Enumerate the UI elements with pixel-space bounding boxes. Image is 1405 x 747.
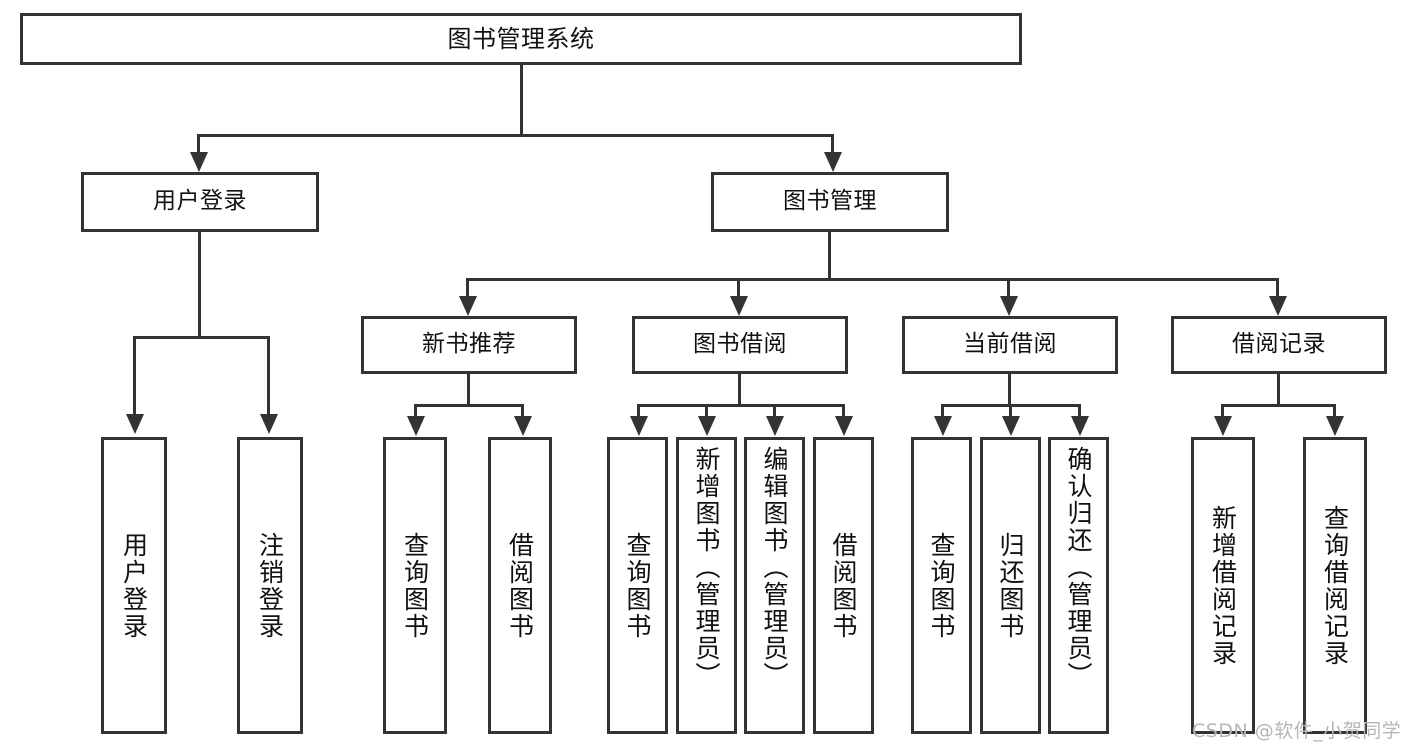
node-label: 借阅记录 [1232, 331, 1326, 358]
connector-book-borrow-to-leaf-4 [842, 404, 845, 418]
node-label: 新书推荐 [422, 331, 516, 358]
node-label: 查询借阅记录 [1320, 504, 1350, 667]
arrow-borrow-record-to-leaf-2 [1326, 416, 1344, 436]
leaf-user-login[interactable]: 用户登录 [101, 437, 167, 734]
node-book-management[interactable]: 图书管理 [711, 172, 949, 232]
arrow-book-borrow-to-leaf-1 [630, 416, 648, 436]
connector-root-stem [520, 65, 523, 134]
node-label: 借阅图书 [505, 531, 535, 640]
node-borrow-record[interactable]: 借阅记录 [1171, 316, 1387, 374]
arrow-book-manage-to-borrow [730, 296, 748, 316]
connector-book-manage-to-borrow [737, 278, 740, 298]
node-label: 用户登录 [119, 531, 149, 640]
node-label: 用户登录 [153, 188, 247, 215]
node-book-borrow[interactable]: 图书借阅 [632, 316, 848, 374]
node-user-login[interactable]: 用户登录 [81, 172, 319, 232]
arrow-user-login-to-leaf-1 [126, 414, 144, 434]
leaf-return-book[interactable]: 归还图书 [980, 437, 1041, 734]
connector-book-borrow-stem [738, 374, 741, 404]
node-label: 图书借阅 [693, 331, 787, 358]
leaf-query-book-current[interactable]: 查询图书 [911, 437, 972, 734]
leaf-logout[interactable]: 注销登录 [237, 437, 303, 734]
node-new-book-recommend[interactable]: 新书推荐 [361, 316, 577, 374]
arrow-current-borrow-to-leaf-3 [1071, 416, 1089, 436]
node-label: 查询图书 [400, 531, 430, 640]
node-root-book-management-system[interactable]: 图书管理系统 [20, 13, 1022, 65]
leaf-edit-book[interactable]: 编辑图书（管理员） [744, 437, 805, 734]
connector-book-manage-to-record [1276, 278, 1279, 298]
node-label: 归还图书 [996, 531, 1025, 640]
connector-user-login-to-leaf-1 [133, 336, 136, 416]
arrow-book-manage-to-current [1000, 296, 1018, 316]
connector-borrow-record-to-leaf-1 [1221, 404, 1224, 418]
arrow-book-borrow-to-leaf-4 [835, 416, 853, 436]
leaf-add-borrow-record[interactable]: 新增借阅记录 [1191, 437, 1255, 734]
connector-book-borrow-bar [637, 404, 845, 407]
connector-borrow-record-bar [1221, 404, 1336, 407]
connector-book-manage-stem [828, 232, 831, 278]
node-label: 借阅图书 [829, 531, 858, 640]
connector-book-manage-bar [466, 278, 1279, 281]
connector-borrow-record-to-leaf-2 [1333, 404, 1336, 418]
arrow-current-borrow-to-leaf-1 [934, 416, 952, 436]
node-label: 确认归还（管理员） [1064, 446, 1093, 689]
arrow-book-manage-to-new-book [459, 296, 477, 316]
connector-current-borrow-stem [1008, 374, 1011, 404]
connector-book-manage-to-new-book [466, 278, 469, 298]
node-label: 新增图书（管理员） [692, 446, 721, 689]
connector-new-book-to-leaf-2 [521, 404, 524, 418]
leaf-borrow-book-borrow[interactable]: 借阅图书 [813, 437, 874, 734]
node-label: 查询图书 [927, 531, 956, 640]
leaf-query-book-borrow[interactable]: 查询图书 [607, 437, 668, 734]
connector-user-login-stem [198, 232, 201, 336]
leaf-query-borrow-record[interactable]: 查询借阅记录 [1303, 437, 1367, 734]
arrow-new-book-to-leaf-1 [407, 416, 425, 436]
connector-root-bar [197, 134, 834, 137]
arrow-book-manage-to-record [1269, 296, 1287, 316]
node-label: 编辑图书（管理员） [760, 446, 789, 689]
connector-borrow-record-stem [1277, 374, 1280, 404]
node-current-borrow[interactable]: 当前借阅 [902, 316, 1118, 374]
node-label: 查询图书 [623, 531, 652, 640]
arrow-new-book-to-leaf-2 [514, 416, 532, 436]
connector-user-login-to-leaf-2 [267, 336, 270, 416]
connector-user-login-bar [133, 336, 270, 339]
connector-current-borrow-to-leaf-2 [1009, 404, 1012, 418]
leaf-add-book[interactable]: 新增图书（管理员） [676, 437, 737, 734]
leaf-query-book-recommend[interactable]: 查询图书 [383, 437, 447, 734]
node-label: 当前借阅 [963, 331, 1057, 358]
leaf-confirm-return[interactable]: 确认归还（管理员） [1048, 437, 1109, 734]
arrow-book-borrow-to-leaf-3 [766, 416, 784, 436]
leaf-borrow-book-recommend[interactable]: 借阅图书 [488, 437, 552, 734]
connector-current-borrow-to-leaf-1 [941, 404, 944, 418]
node-label: 图书管理系统 [447, 24, 595, 53]
arrow-user-login-to-leaf-2 [260, 414, 278, 434]
node-label: 图书管理 [783, 188, 877, 215]
node-label: 新增借阅记录 [1208, 504, 1238, 667]
arrow-book-borrow-to-leaf-2 [698, 416, 716, 436]
connector-current-borrow-to-leaf-3 [1078, 404, 1081, 418]
connector-new-book-bar [414, 404, 524, 407]
connector-book-borrow-to-leaf-2 [705, 404, 708, 418]
arrow-root-to-book-manage [824, 152, 842, 172]
arrow-borrow-record-to-leaf-1 [1214, 416, 1232, 436]
watermark-text: CSDN @软件_小贺同学 [1192, 720, 1402, 742]
arrow-current-borrow-to-leaf-2 [1002, 416, 1020, 436]
connector-book-borrow-to-leaf-1 [637, 404, 640, 418]
connector-book-manage-to-current [1007, 278, 1010, 298]
connector-root-to-book-manage [831, 134, 834, 154]
connector-book-borrow-to-leaf-3 [773, 404, 776, 418]
node-label: 注销登录 [255, 531, 285, 640]
connector-new-book-stem [467, 374, 470, 404]
arrow-root-to-user-login [190, 152, 208, 172]
connector-root-to-user-login [197, 134, 200, 154]
connector-new-book-to-leaf-1 [414, 404, 417, 418]
